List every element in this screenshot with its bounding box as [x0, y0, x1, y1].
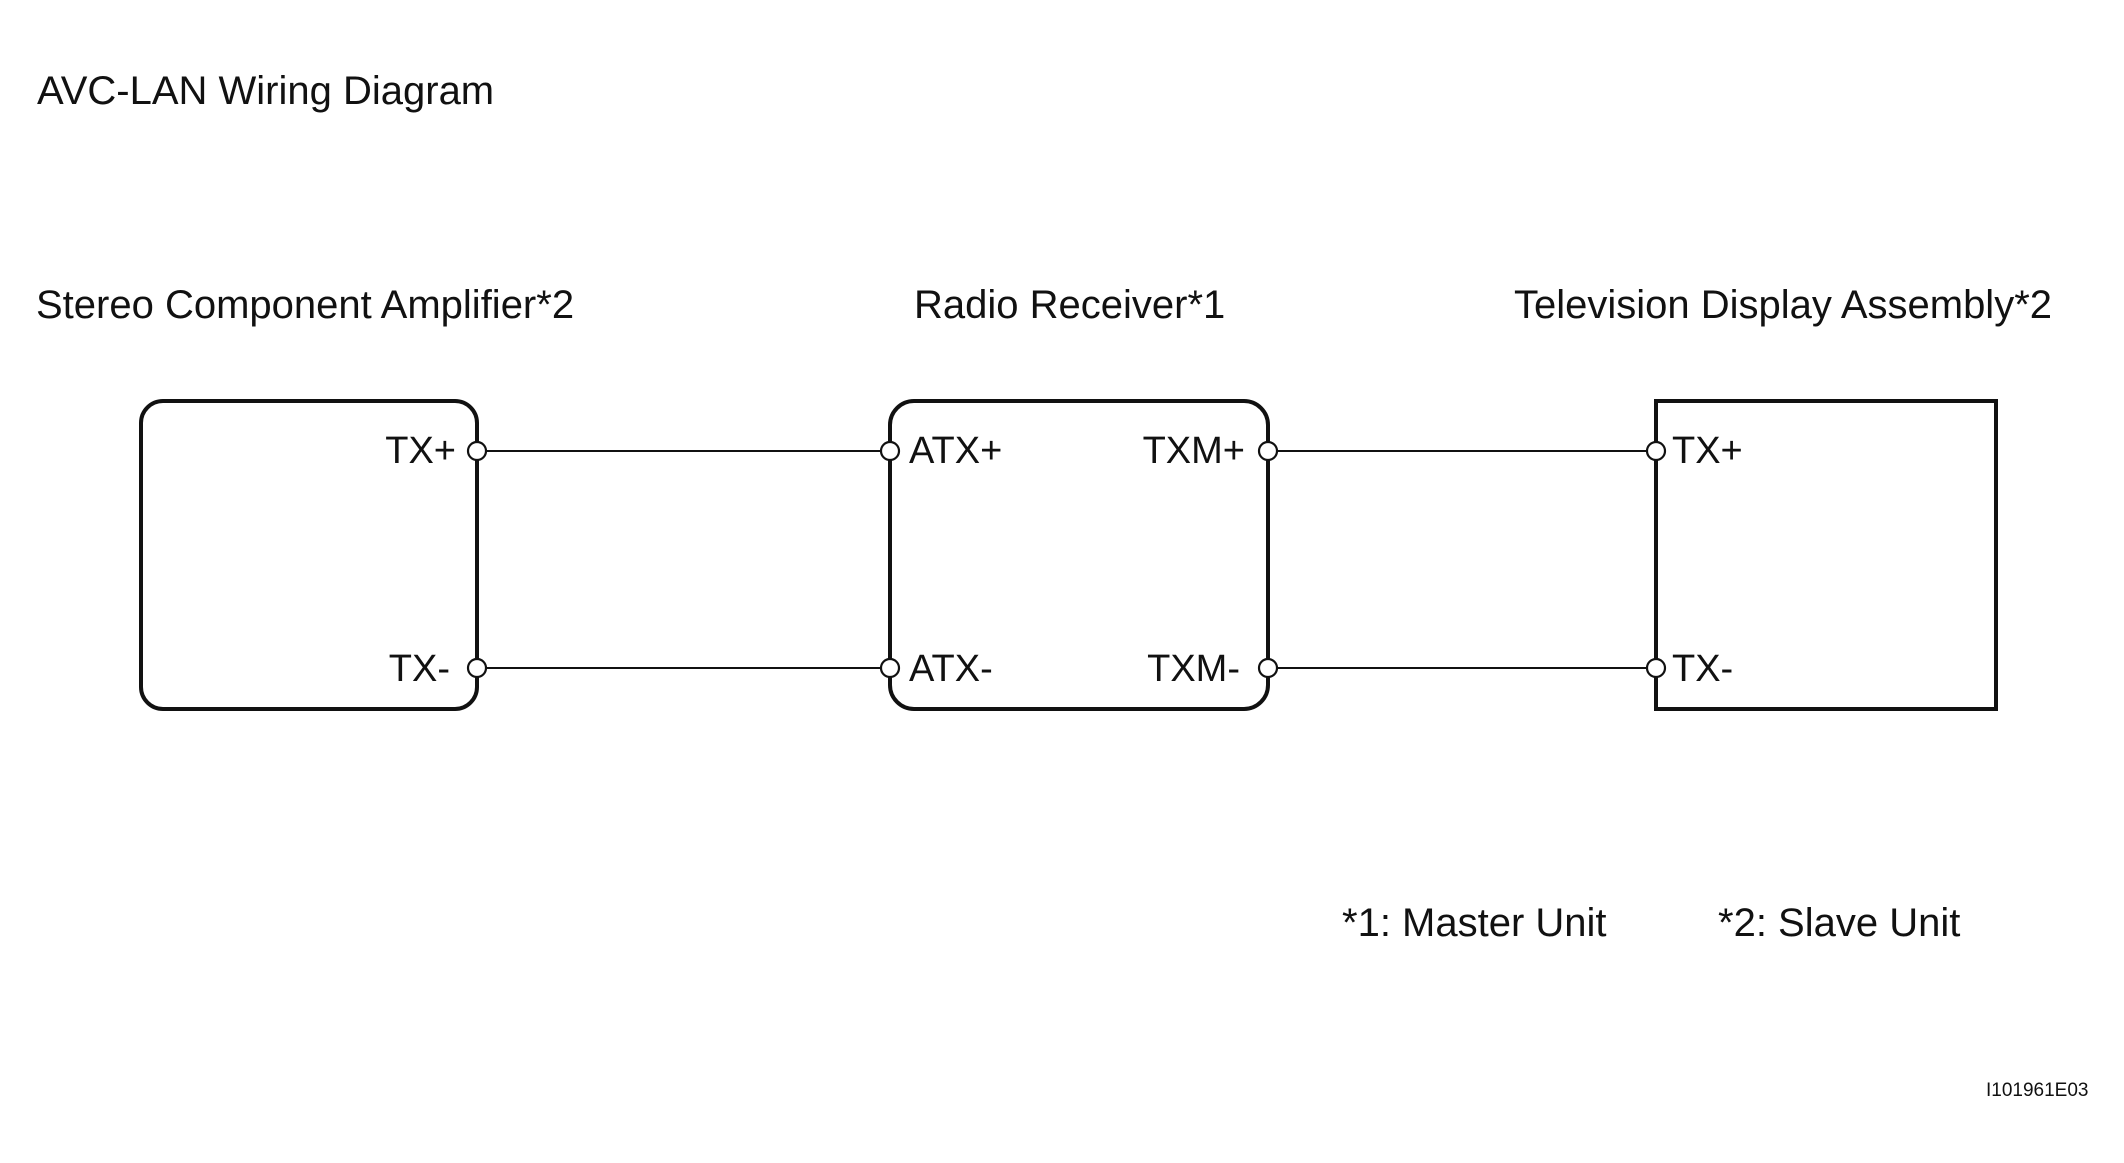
terminal-amplifier-tx-plus [466, 440, 488, 462]
television-label: Television Display Assembly*2 [1514, 283, 2052, 327]
reference-code: I101961E03 [1986, 1080, 2089, 1101]
television-pin-tx-minus: TX- [1672, 648, 1733, 690]
terminal-amplifier-tx-minus [466, 657, 488, 679]
terminal-radio-atx-plus [879, 440, 901, 462]
amplifier-pin-tx-plus: TX+ [385, 430, 456, 472]
terminal-television-tx-minus [1645, 657, 1667, 679]
radio-pin-atx-minus: ATX- [909, 648, 993, 690]
diagram-title: AVC-LAN Wiring Diagram [37, 69, 494, 113]
radio-pin-txm-minus: TXM- [1147, 648, 1240, 690]
amplifier-box [139, 399, 479, 711]
terminal-television-tx-plus [1645, 440, 1667, 462]
amplifier-pin-tx-minus: TX- [389, 648, 450, 690]
radio-pin-txm-plus: TXM+ [1143, 430, 1245, 472]
radio-receiver-label: Radio Receiver*1 [914, 283, 1225, 327]
radio-pin-atx-plus: ATX+ [909, 430, 1002, 472]
terminal-radio-txm-plus [1257, 440, 1279, 462]
television-box [1654, 399, 1998, 711]
note-slave-unit: *2: Slave Unit [1718, 901, 1960, 945]
radio-receiver-box [888, 399, 1270, 711]
amplifier-label: Stereo Component Amplifier*2 [36, 283, 574, 327]
terminal-radio-atx-minus [879, 657, 901, 679]
note-master-unit: *1: Master Unit [1342, 901, 1607, 945]
terminal-radio-txm-minus [1257, 657, 1279, 679]
television-pin-tx-plus: TX+ [1672, 430, 1743, 472]
